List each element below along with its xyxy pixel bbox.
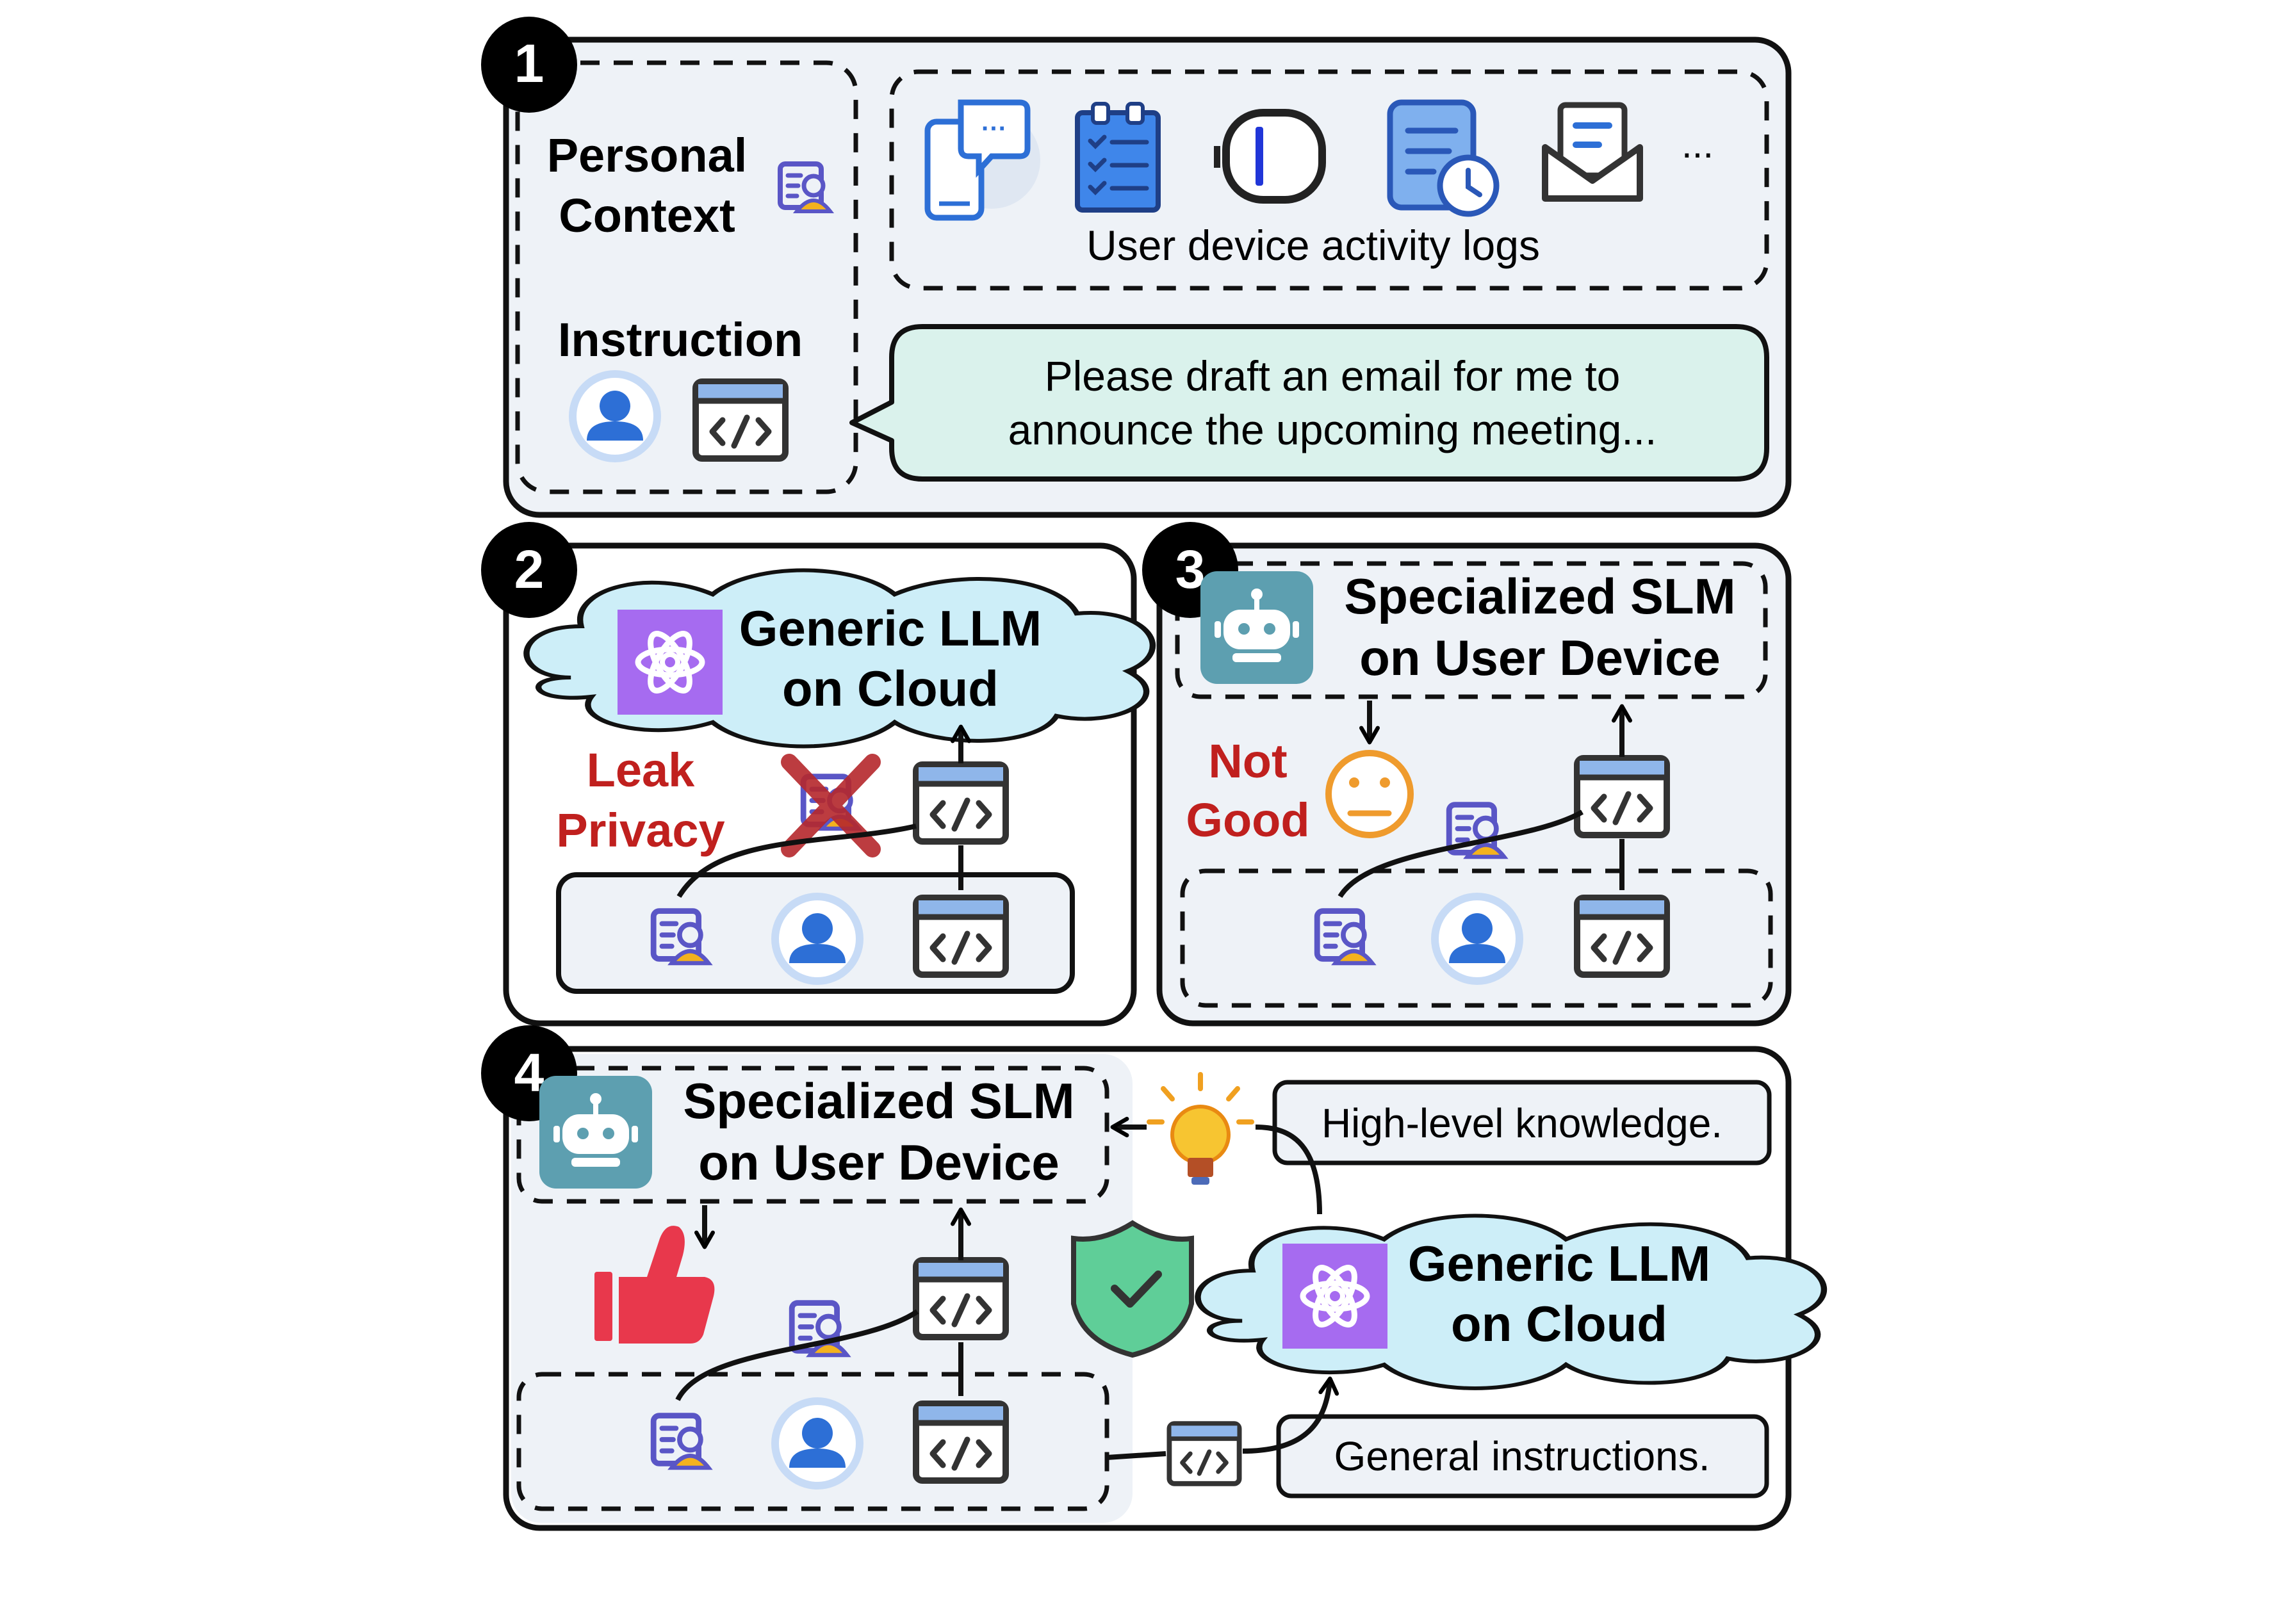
personal-context-label-line2: Context	[559, 189, 735, 242]
email-inbox-icon	[1542, 102, 1643, 202]
bubble-line-1: Please draft an email for me to	[1045, 352, 1621, 400]
instruction-label: Instruction	[558, 313, 803, 366]
step-badge-2: 2	[481, 522, 577, 618]
shield-check-icon	[1071, 1220, 1194, 1358]
code-instruction-icon	[696, 382, 785, 459]
code-icon	[1577, 898, 1667, 975]
slm-subtitle: on User Device	[1359, 629, 1721, 686]
high-level-knowledge-label: High-level knowledge.	[1322, 1100, 1722, 1146]
instruction-speech-bubble: Please draft an email for me to announce…	[849, 324, 1769, 482]
lightbulb-icon	[1147, 1072, 1254, 1185]
panel-3: 3 Specialized SLM on User Device Not Goo…	[1142, 522, 1792, 1027]
code-icon	[916, 898, 1006, 975]
code-to-cloud-icon	[1169, 1424, 1239, 1484]
not-good-label: Not	[1208, 735, 1287, 788]
leak-privacy-label-line2: Privacy	[556, 804, 724, 857]
more-logs-ellipsis: ...	[1682, 123, 1714, 166]
activity-logs-caption: User device activity logs	[1086, 222, 1540, 269]
code-icon	[1577, 758, 1667, 835]
bubble-line-2: announce the upcoming meeting...	[1008, 406, 1657, 453]
cloud-llm: Generic LLM on Cloud	[1198, 1215, 1824, 1388]
thumbs-up-icon	[594, 1226, 715, 1344]
user-icon	[771, 1397, 863, 1490]
code-icon	[916, 1404, 1006, 1481]
code-icon	[916, 1260, 1006, 1337]
neutral-face-icon	[1325, 750, 1414, 838]
svg-text:4: 4	[514, 1043, 544, 1103]
personal-context-label: Personal	[547, 129, 748, 182]
svg-text:2: 2	[514, 539, 544, 599]
document-clock-icon	[1387, 99, 1500, 217]
cloud-llm-subtitle: on Cloud	[782, 660, 999, 717]
cloud-llm-title: Generic LLM	[739, 600, 1042, 656]
code-sent-icon	[916, 765, 1006, 841]
svg-text:···: ···	[981, 115, 1007, 143]
leak-privacy-label: Leak	[587, 743, 696, 797]
panel-4: 4 Specialized SLM on User Device Generic…	[481, 1025, 1824, 1531]
not-good-label-line2: Good	[1186, 793, 1309, 847]
slm-subtitle: on User Device	[698, 1134, 1060, 1190]
llm-logo-icon	[1282, 1244, 1387, 1349]
clipboard-checklist-icon	[1075, 102, 1161, 213]
slm-title: Specialized SLM	[1344, 568, 1735, 624]
svg-text:1: 1	[514, 33, 544, 93]
slm-title: Specialized SLM	[683, 1073, 1074, 1129]
cloud-llm-title: Generic LLM	[1408, 1235, 1710, 1292]
cloud-llm: Generic LLM on Cloud	[527, 571, 1152, 747]
user-icon	[1431, 893, 1523, 985]
robot-icon	[1200, 571, 1313, 684]
robot-icon	[539, 1076, 652, 1189]
cloud-llm-subtitle: on Cloud	[1451, 1295, 1667, 1352]
panel-1: 1 Personal Context Instruction ···	[481, 17, 1792, 518]
user-icon	[771, 893, 863, 985]
general-instructions-label: General instructions.	[1334, 1433, 1710, 1479]
panel-2: 2 Generic LLM on Cloud Leak Privacy	[481, 522, 1152, 1027]
svg-text:3: 3	[1175, 539, 1206, 599]
llm-logo-icon	[618, 610, 723, 715]
step-badge-1: 1	[481, 17, 577, 113]
user-avatar-icon	[569, 370, 661, 462]
chat-phone-icon: ···	[924, 99, 1040, 221]
fitness-band-icon	[1214, 109, 1326, 204]
